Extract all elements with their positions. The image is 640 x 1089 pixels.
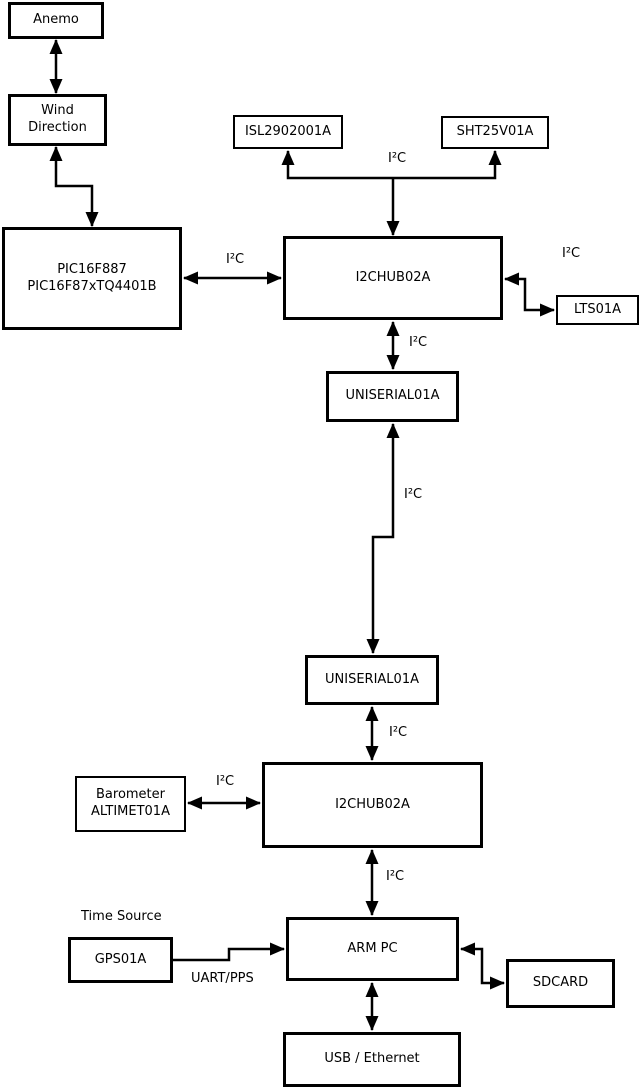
node-sdcard: SDCARD	[506, 959, 615, 1008]
node-wind-direction-label: Wind Direction	[28, 103, 87, 135]
node-usb-ethernet-label: USB / Ethernet	[324, 1051, 420, 1067]
edge-wind-direction-pic	[49, 146, 99, 227]
edge-armpc-sdcard	[460, 942, 505, 990]
node-isl2902001a-label: ISL2902001A	[244, 123, 332, 139]
node-arm-pc-label: ARM PC	[347, 940, 398, 956]
node-sht25v01a: SHT25V01A	[441, 116, 549, 149]
edge-uniserial-uniserial	[366, 423, 400, 654]
label-i2c-hub2-armpc: I²C	[386, 869, 405, 884]
label-uart-pps: UART/PPS	[191, 971, 254, 986]
edge-bus-to-sht	[393, 150, 502, 180]
label-i2c-uniserial-hub2: I²C	[389, 725, 408, 740]
label-i2c-pic-hub: I²C	[226, 252, 245, 267]
node-pic: PIC16F887 PIC16F87xTQ4401B	[2, 227, 182, 330]
edge-i2chub-top-lts	[504, 272, 555, 317]
label-i2c-hub-uniserial: I²C	[409, 335, 428, 350]
label-time-source: Time Source	[81, 909, 162, 924]
node-gps01a: GPS01A	[68, 937, 173, 983]
node-i2chub-top: I2CHUB02A	[283, 236, 503, 320]
node-usb-ethernet: USB / Ethernet	[283, 1032, 461, 1087]
label-i2c-sensor-bus: I²C	[388, 151, 407, 166]
node-pic-label: PIC16F887 PIC16F87xTQ4401B	[27, 261, 157, 294]
label-i2c-uniserial-link: I²C	[404, 487, 423, 502]
label-i2c-hub-lts: I²C	[562, 246, 581, 261]
node-wind-direction: Wind Direction	[8, 94, 107, 146]
node-uniserial-top: UNISERIAL01A	[326, 371, 459, 422]
node-isl2902001a: ISL2902001A	[233, 115, 343, 149]
node-sdcard-label: SDCARD	[532, 975, 589, 991]
edge-bus-to-isl	[281, 150, 393, 180]
node-i2chub-top-label: I2CHUB02A	[355, 269, 431, 285]
node-anemo-label: Anemo	[33, 12, 79, 28]
node-uniserial-bottom: UNISERIAL01A	[305, 655, 439, 705]
node-sht25v01a-label: SHT25V01A	[456, 124, 534, 140]
node-uniserial-bottom-label: UNISERIAL01A	[325, 671, 419, 687]
node-lts01a-label: LTS01A	[573, 301, 622, 317]
node-i2chub-bottom-label: I2CHUB02A	[335, 796, 410, 812]
node-uniserial-top-label: UNISERIAL01A	[345, 388, 440, 404]
node-barometer-label: Barometer ALTIMET01A	[91, 787, 170, 819]
node-barometer: Barometer ALTIMET01A	[75, 776, 186, 832]
node-lts01a: LTS01A	[556, 295, 639, 325]
edge-gps-armpc	[173, 942, 285, 962]
node-i2chub-bottom: I2CHUB02A	[262, 762, 483, 848]
label-i2c-barometer-hub2: I²C	[216, 774, 235, 789]
node-anemo: Anemo	[8, 2, 104, 39]
node-arm-pc: ARM PC	[286, 917, 459, 981]
node-gps01a-label: GPS01A	[94, 951, 147, 967]
